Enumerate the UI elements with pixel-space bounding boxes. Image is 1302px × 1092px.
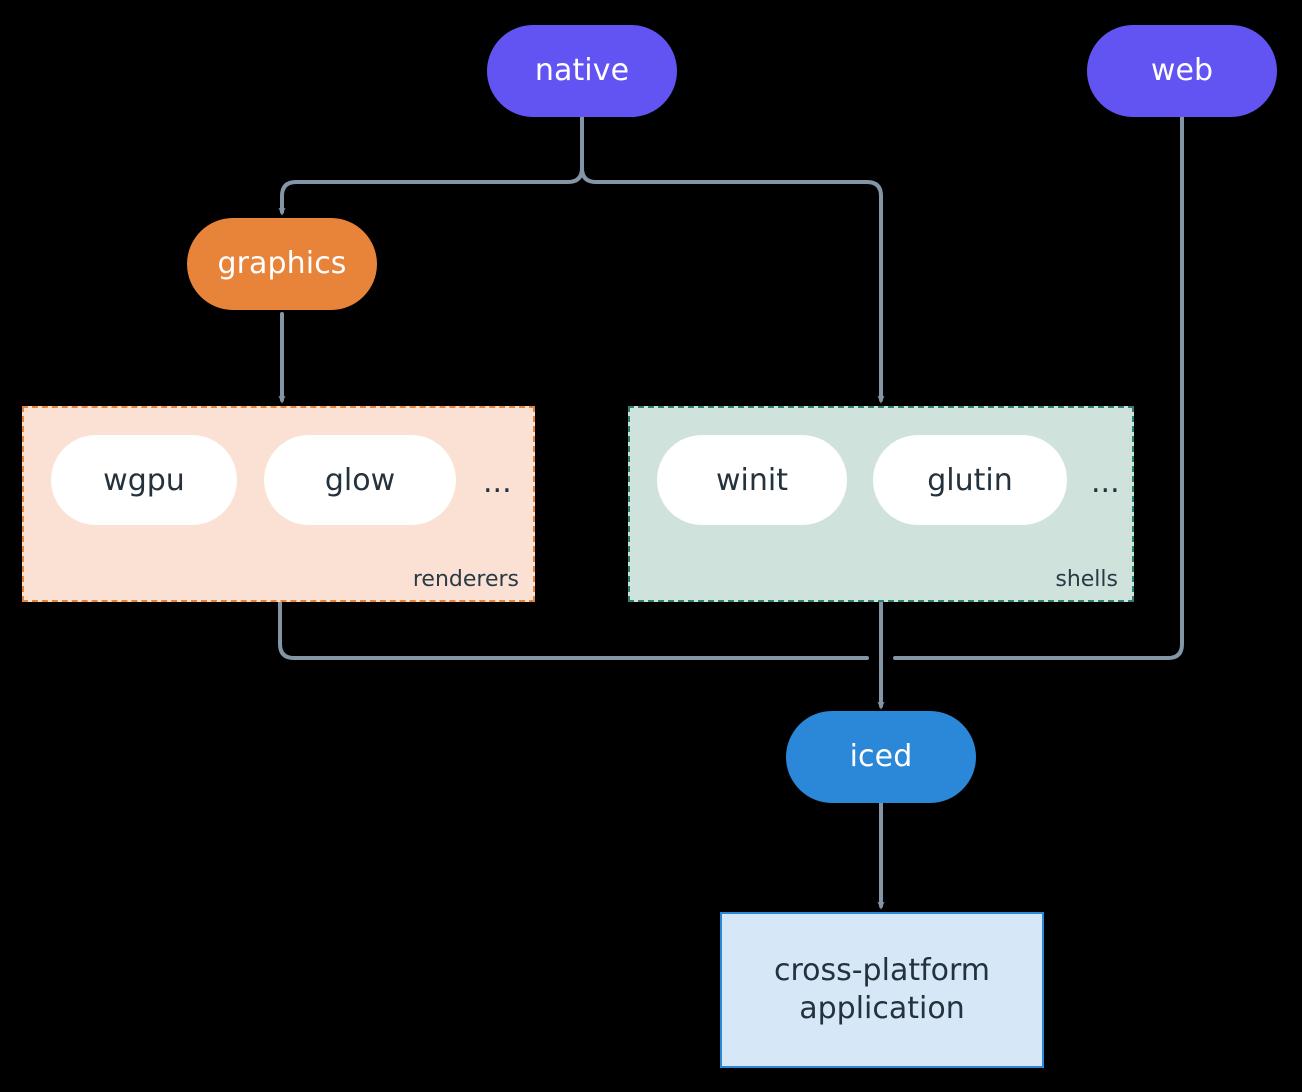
edge-native-to-shells (580, 166, 885, 404)
group-shells: winit glutin ... shells (628, 406, 1134, 602)
node-application-line1: cross-platform (773, 952, 991, 988)
group-item-glutin[interactable]: glutin (873, 435, 1067, 525)
group-renderers-label: renderers (412, 567, 519, 592)
group-item-wgpu-label: wgpu (103, 462, 185, 498)
node-iced[interactable]: iced (786, 711, 976, 803)
group-item-glow[interactable]: glow (264, 435, 456, 525)
group-item-glutin-label: glutin (927, 462, 1013, 498)
group-item-glow-label: glow (324, 462, 396, 498)
node-graphics-label: graphics (217, 245, 347, 281)
group-item-wgpu[interactable]: wgpu (51, 435, 237, 525)
group-item-winit[interactable]: winit (657, 435, 847, 525)
group-shells-label: shells (1055, 567, 1118, 592)
edge-native-to-graphics (278, 166, 584, 216)
group-renderers-more-icon: ... (483, 465, 512, 500)
group-shells-more-icon: ... (1091, 465, 1120, 500)
node-web[interactable]: web (1087, 25, 1277, 117)
node-native-label: native (534, 52, 630, 88)
node-iced-label: iced (849, 738, 913, 774)
node-web-label: web (1150, 52, 1214, 88)
edge-renderers-to-iced (278, 600, 869, 660)
node-native[interactable]: native (487, 25, 677, 117)
group-renderers: wgpu glow ... renderers (22, 406, 535, 602)
node-application[interactable]: cross-platform application (720, 912, 1044, 1068)
group-item-winit-label: winit (716, 462, 788, 498)
node-graphics[interactable]: graphics (187, 218, 377, 310)
node-application-line2: application (799, 991, 965, 1026)
